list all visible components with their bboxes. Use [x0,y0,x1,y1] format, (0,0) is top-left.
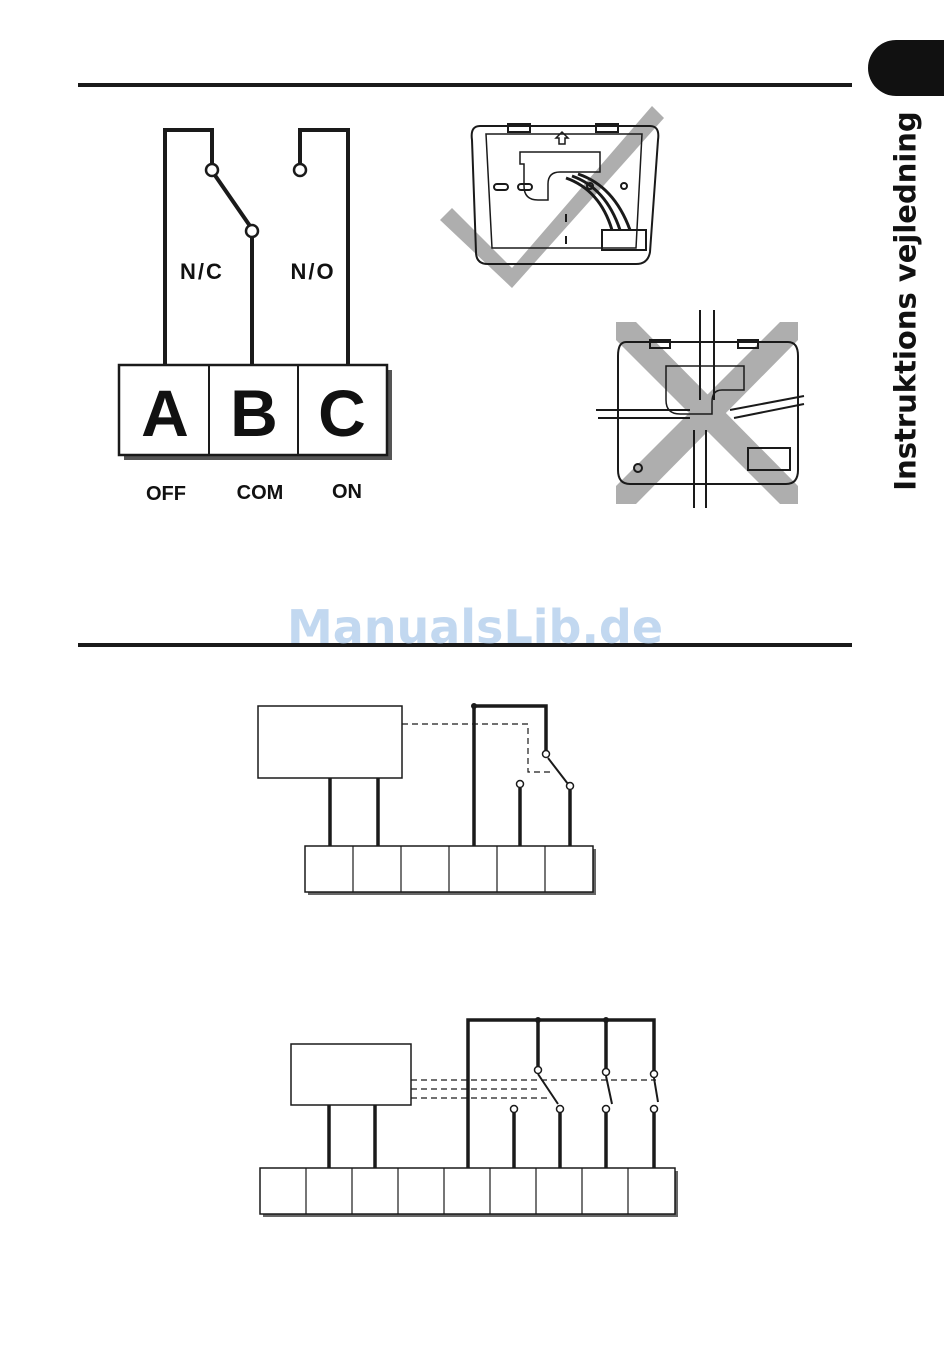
terminal-name-off: OFF [146,483,186,505]
terminal-b: B [230,376,278,450]
com-contact [246,225,258,237]
terminal-a: A [141,376,189,450]
no-contact [294,164,306,176]
no-label: N/O [290,259,335,284]
side-title: Instruktions vejledning [874,116,938,486]
control-unit-box-2 [291,1044,411,1105]
nc-wire [165,130,212,364]
watermark: ManualsLib.de [0,600,950,654]
control-unit-box [258,706,402,778]
terminal-strip-6 [305,846,593,892]
terminal-name-com: COM [237,482,284,504]
terminal-strip-9 [260,1168,675,1214]
terminal-block [119,365,387,455]
cross-mark-icon [616,322,798,504]
nc-label: N/C [180,259,224,284]
terminal-name-on: ON [332,481,362,503]
top-rule [78,83,852,87]
switch-arm [212,171,250,226]
backplate-outline [472,126,659,264]
backplate-outline-2 [618,342,798,484]
no-wire [300,130,348,364]
nc-contact [206,164,218,176]
check-mark-icon [440,106,664,288]
terminal-c: C [318,376,366,450]
side-title-text: Instruktions vejledning [889,111,923,490]
section-tab [868,40,944,96]
